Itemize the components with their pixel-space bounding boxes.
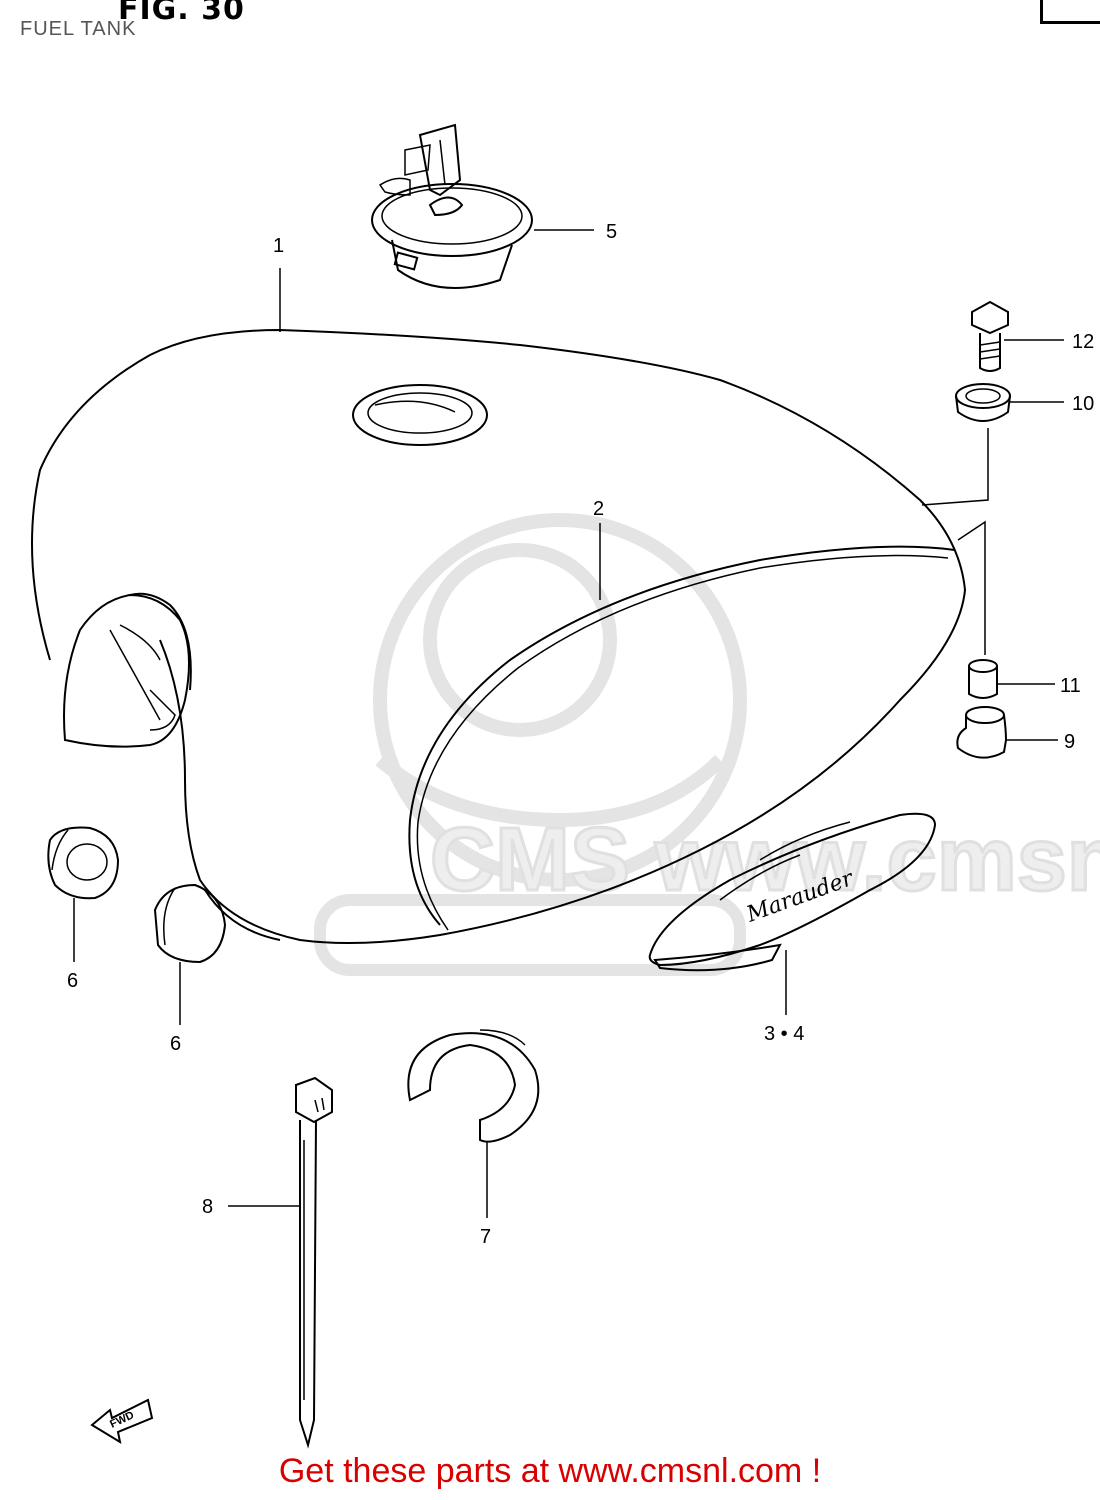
callout-1: 1 <box>273 235 284 257</box>
fwd-arrow: FWD <box>90 1398 154 1445</box>
figure-label: FIG. 30 <box>118 0 245 27</box>
callout-5: 5 <box>606 221 617 243</box>
collar <box>968 659 998 699</box>
fuel-tank <box>31 328 967 945</box>
fuel-cap <box>371 123 533 289</box>
leader-lines <box>73 229 1064 1218</box>
callout-10: 10 <box>1072 393 1094 415</box>
cushion <box>956 706 1008 759</box>
callout-8: 8 <box>202 1196 213 1218</box>
callout-labels: 1 2 3 • 4 5 6 6 7 8 9 10 11 12 <box>67 221 1094 1248</box>
corner-frame <box>1040 0 1100 24</box>
cushion-right <box>153 883 227 964</box>
callout-12: 12 <box>1072 331 1094 353</box>
cushion-left <box>47 826 120 900</box>
fwd-label: FWD <box>108 1409 136 1430</box>
callout-3-4: 3 • 4 <box>764 1023 804 1045</box>
clamp <box>407 1029 540 1143</box>
callout-11: 11 <box>1060 675 1081 697</box>
callout-6a: 6 <box>67 970 78 992</box>
callout-9: 9 <box>1064 731 1075 753</box>
watermark-logo: CMS www.cmsnl.com <box>314 513 1100 976</box>
grommet <box>955 383 1011 422</box>
callout-2: 2 <box>593 498 604 520</box>
page-title: FUEL TANK <box>20 18 137 40</box>
footer-promo-link[interactable]: Get these parts at www.cmsnl.com ! <box>278 1452 822 1490</box>
bolt <box>971 300 1009 372</box>
callout-6b: 6 <box>170 1033 181 1055</box>
callout-7: 7 <box>480 1226 491 1248</box>
cable-tie <box>295 1076 333 1449</box>
watermark-text: CMS www.cmsnl.com <box>430 810 1100 910</box>
